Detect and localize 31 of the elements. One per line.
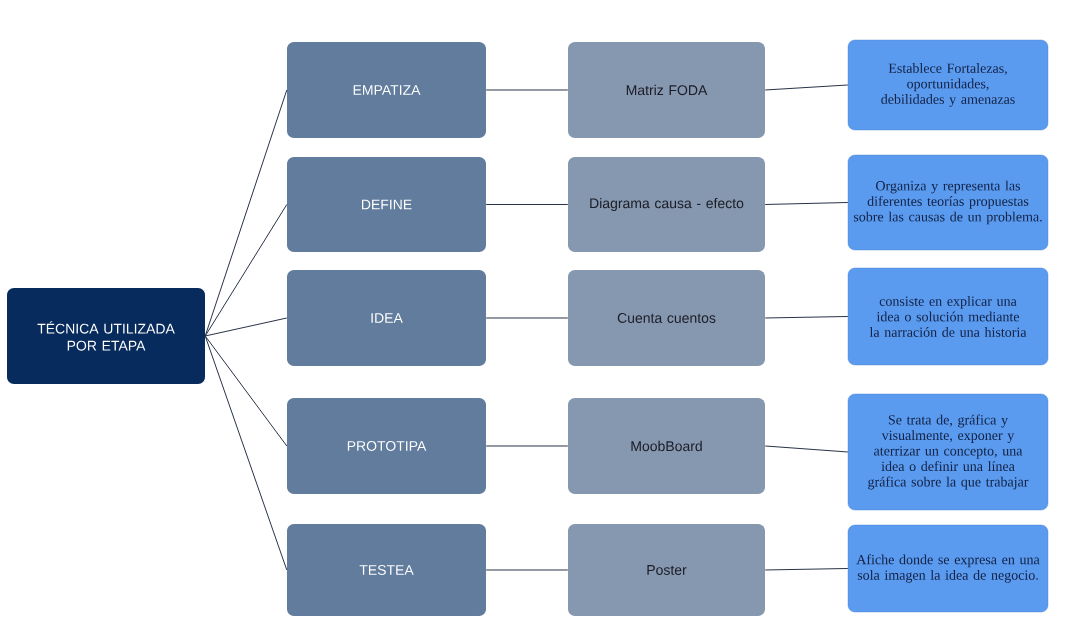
technique-box: Diagrama causa - efecto (568, 157, 765, 252)
connector-line (485, 89, 569, 91)
connector-line (204, 335, 288, 571)
stage-box: IDEA (287, 270, 486, 366)
stage-box: DEFINE (287, 157, 486, 252)
connector-line (485, 445, 569, 447)
connector-line (204, 335, 288, 447)
description-box: Se trata de, gráfica y visualmente, exponer y aterrizar un concepto, una idea o definir una línea gráfica sobre la que trabajar (847, 393, 1049, 511)
connector-line (485, 569, 569, 571)
connector-line (764, 316, 849, 319)
connector-line (204, 204, 288, 337)
connector-line (764, 84, 849, 91)
description-box: Organiza y representa las diferentes teorías propuestas sobre las causas de un problema. (847, 154, 1049, 251)
technique-box: Cuenta cuentos (568, 270, 765, 366)
connector-line (764, 568, 849, 571)
connector-line (204, 89, 288, 337)
root-box: TÉCNICA UTILIZADA POR ETAPA (7, 288, 205, 384)
connector-line (764, 202, 849, 205)
technique-box: Poster (568, 524, 765, 616)
description-box: Afiche donde se expresa en una sola imagen la idea de negocio. (847, 524, 1049, 613)
description-box: consiste en explicar una idea o solución mediante la narración de una historia (847, 267, 1049, 366)
stage-box: EMPATIZA (287, 42, 486, 138)
stage-box: TESTEA (287, 524, 486, 616)
stage-box: PROTOTIPA (287, 398, 486, 494)
connector-line (204, 317, 288, 337)
description-box: Establece Fortalezas, oportunidades, debilidades y amenazas (847, 39, 1049, 131)
technique-box: Matriz FODA (568, 42, 765, 138)
connector-line (485, 317, 569, 319)
connector-line (764, 445, 849, 453)
connector-line (485, 204, 569, 205)
technique-box: MoobBoard (568, 398, 765, 494)
